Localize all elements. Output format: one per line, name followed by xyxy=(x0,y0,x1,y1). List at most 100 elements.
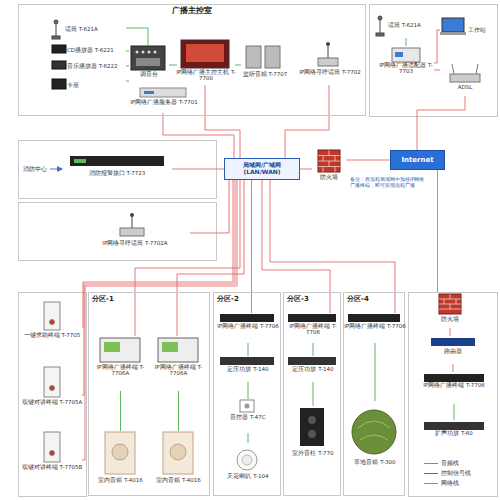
indoor-speaker-icon xyxy=(105,432,193,474)
connector-line xyxy=(126,51,129,52)
terminal-box: IP网络广播终端 T-7706 xyxy=(416,372,492,404)
zone-box: 分区-1IP网络广播终端 T-7706AIP网络广播终端 T-7706A室内音箱… xyxy=(88,292,210,496)
host-box: IP网络广播主控主机 T-7700 xyxy=(177,39,235,85)
connector-line xyxy=(300,169,312,170)
connector-line xyxy=(248,343,249,356)
adapter-icon xyxy=(392,48,420,62)
node-label: 音控器 T-47C xyxy=(214,414,282,420)
connector-line xyxy=(437,170,438,292)
paging-mic-icon xyxy=(318,42,338,66)
call-terminal-icon-part xyxy=(44,432,60,462)
rack-device-icon-part xyxy=(70,156,164,166)
player-box: 卡座 xyxy=(51,77,126,93)
connector-line xyxy=(262,180,330,313)
legend-row: 音频线 xyxy=(424,458,471,468)
firewall-icon-part xyxy=(439,294,461,309)
router-box: 路由器 xyxy=(420,336,486,364)
call-terminal-box: 一键求助终端 T-7705 xyxy=(22,300,82,355)
control-room-box: 广播主控室话筒 T-621ACD播放器 T-6221音乐播放器 T-6222卡座… xyxy=(18,4,366,116)
indoor-speaker-icon-part xyxy=(105,432,135,474)
connector-line xyxy=(346,160,390,161)
speaker-box: 室内音箱 T-4016 xyxy=(93,431,148,495)
player-box: CD播放器 T-6221 xyxy=(51,43,126,57)
mixer-icon xyxy=(131,46,165,70)
router-icon-part xyxy=(452,64,454,74)
firewall-icon-part xyxy=(318,150,340,172)
amplifier-box: 定压功放 T-140 xyxy=(217,356,279,382)
terminal-box: IP网络广播终端 T-7706 xyxy=(217,313,279,343)
node-label: IP网络广播终端 T-7706A xyxy=(90,364,151,377)
paging-mic-box: IP网络寻呼话筒 T-7702 xyxy=(297,41,363,85)
plain-frame-part xyxy=(19,203,217,261)
node-label: IP网络广播终端 T-7706 xyxy=(283,323,343,336)
connector-line xyxy=(434,30,440,63)
player-icon-part xyxy=(52,45,66,53)
ceiling-speaker-icon xyxy=(237,450,257,470)
call-terminal-box: 双键对讲终端 T-7705B xyxy=(22,430,82,490)
node-label: IP网络广播终端 T-7706 xyxy=(214,323,282,329)
mixer-box: 调音台 xyxy=(129,45,169,85)
connector-line xyxy=(313,343,314,356)
rack-device-icon-part xyxy=(424,374,484,382)
node-label: 室外音柱 T-770 xyxy=(283,450,343,456)
player-icon xyxy=(52,45,66,89)
indoor-speaker-icon-part xyxy=(163,432,193,474)
node-label: IP网络广播主控主机 T-7700 xyxy=(174,69,238,82)
paging-mic-icon-part xyxy=(132,216,133,228)
microphone-icon-part xyxy=(56,24,57,37)
zone-box: 分区-2IP网络广播终端 T-7706定压功放 T-140音控器 T-47C天花… xyxy=(213,292,281,496)
call-terminal-icon-part xyxy=(50,386,55,391)
network-box: 局域网/广域网 (LAN/WAN) xyxy=(224,158,300,180)
lawn-speaker-box: 草地音箱 T-300 xyxy=(346,401,404,481)
plain-frame-part xyxy=(409,293,498,497)
column-speaker-icon-part xyxy=(308,430,316,438)
node-label: IP网络寻呼话筒 T-7702 xyxy=(294,69,366,75)
paging-mic-icon-part xyxy=(318,58,338,66)
adapter-icon-part xyxy=(395,52,403,57)
player-icon-part xyxy=(52,79,66,89)
node-label: 定压功放 T-140 xyxy=(283,366,343,372)
plain-frame xyxy=(19,5,498,497)
rack-device-icon-part xyxy=(220,314,274,322)
note-text: 备注：在远程局域网中加挂IP网络广播终端，即可实现远程广播 xyxy=(350,176,428,188)
call-terminal-icon-part xyxy=(50,451,55,456)
node-label: 局域网/广域网 (LAN/WAN) xyxy=(225,159,299,179)
volume-control-icon-part xyxy=(240,400,254,412)
mixer-icon-part xyxy=(142,51,145,54)
connector-line xyxy=(126,81,129,82)
node-label: 话筒 T-621A xyxy=(388,12,440,38)
connector-line xyxy=(126,66,129,67)
node-label: Internet xyxy=(391,151,444,169)
terminal-box: IP网络广播终端 T-7706 xyxy=(286,313,340,343)
terminal-icon-part xyxy=(100,338,140,362)
node-label: 防火墙 xyxy=(309,174,349,180)
ceiling-speaker-box: 天花喇叭 T-104 xyxy=(217,443,279,487)
host-icon xyxy=(181,40,229,68)
group-heading: 分区-4 xyxy=(347,295,401,303)
workstation-box: 工作站 xyxy=(440,14,495,46)
connector-line xyxy=(434,70,440,71)
group-heading: 广播主控室 xyxy=(22,6,362,15)
connector-line xyxy=(177,180,244,336)
node-label: 路由器 xyxy=(417,348,489,354)
mixer-icon-part xyxy=(148,51,151,54)
connector-line xyxy=(178,391,179,431)
node-label: 话筒 T-621A xyxy=(65,17,130,41)
ceiling-speaker-icon-part xyxy=(237,450,257,470)
connector-line xyxy=(82,180,233,327)
call-terminal-box: 双键对讲终端 T-7705A xyxy=(22,365,82,425)
connector-line xyxy=(375,343,376,401)
node-label: IP网络广播终端 T-7706 xyxy=(413,382,495,388)
legend-row: 控制信号线 xyxy=(424,468,471,478)
node-label: 定压功放 T-140 xyxy=(214,366,282,372)
column-speaker-box: 室外音柱 T-770 xyxy=(286,406,340,468)
microphone-box: 话筒 T-621A xyxy=(374,12,436,38)
volume-control-box: 音控器 T-47C xyxy=(217,399,279,433)
column-speaker-icon xyxy=(300,408,324,446)
player-icon-part xyxy=(52,61,66,69)
firewall-icon-part xyxy=(318,150,340,172)
mixer-icon-part xyxy=(136,51,139,54)
node-label: IP网络广播终端 T-7706 xyxy=(343,323,407,329)
legend-line-sample xyxy=(424,483,438,484)
paging-mic-box: IP网络寻呼话筒 T-7702A xyxy=(80,212,190,254)
